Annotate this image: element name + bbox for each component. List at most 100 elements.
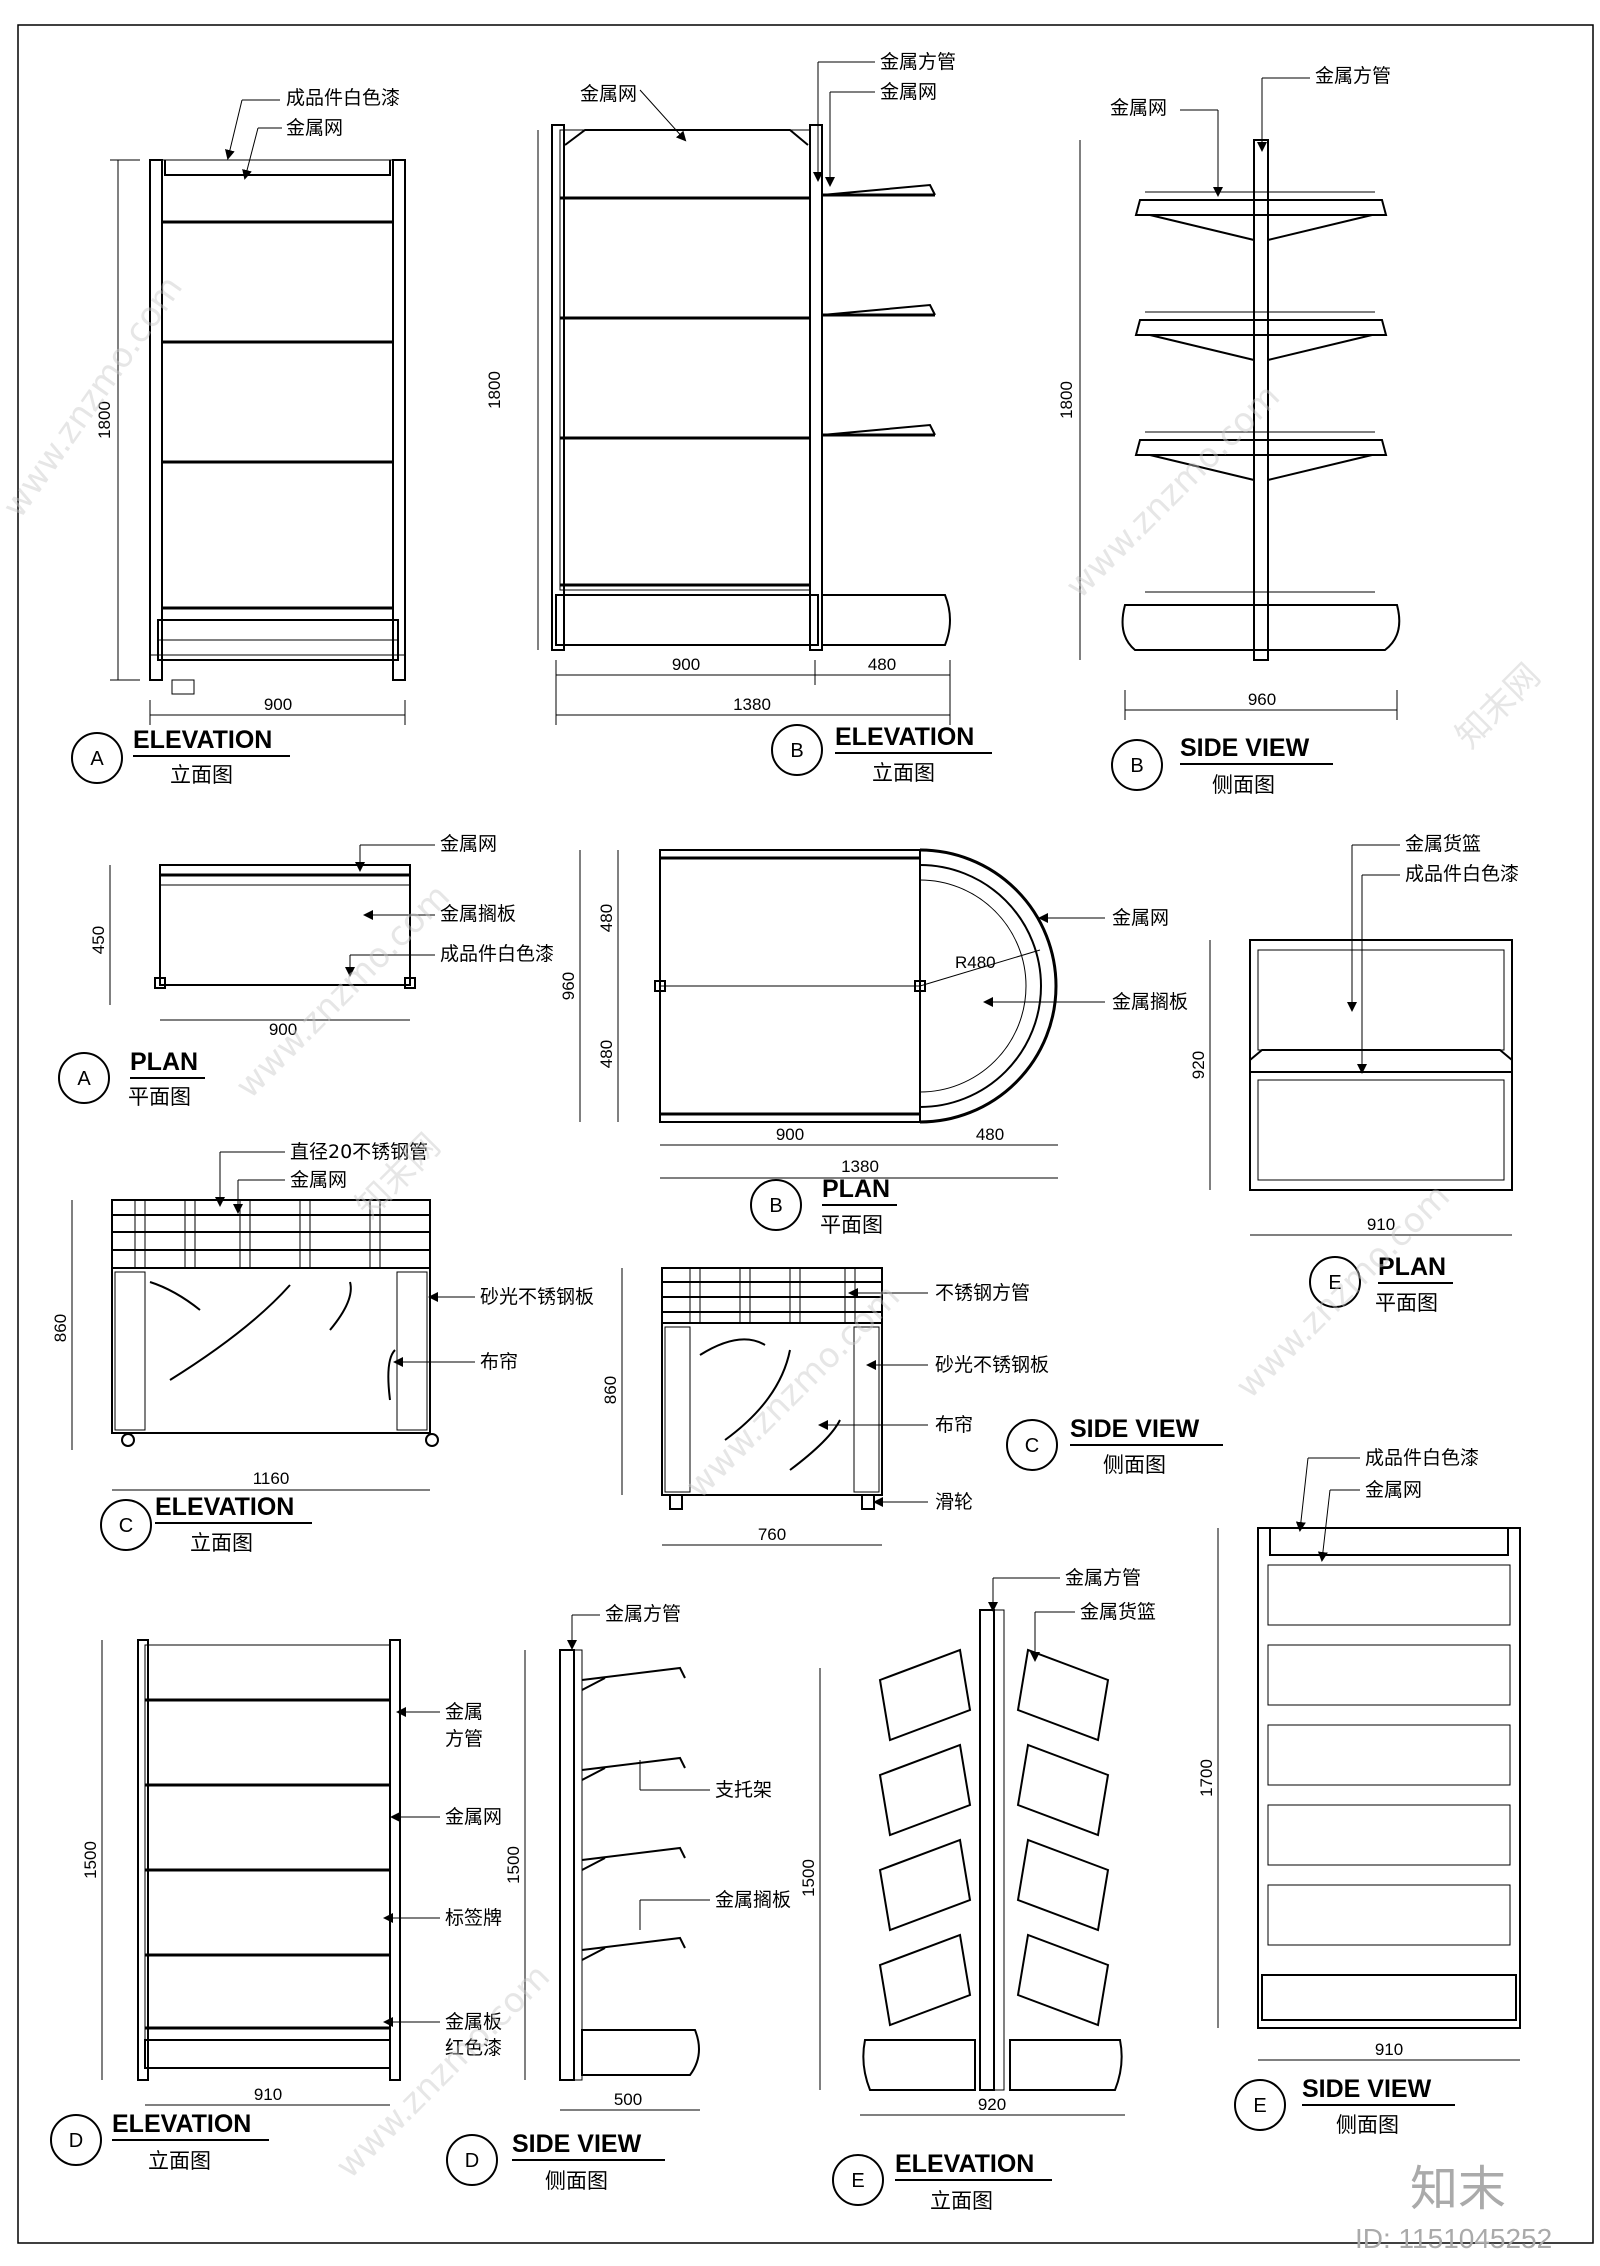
title-e-side: SIDE VIEW [1302, 2075, 1432, 2103]
title-b-plan: PLAN [822, 1175, 890, 1203]
subtitle-a-plan: 平面图 [128, 1085, 191, 1109]
b-plan-w1380: 1380 [841, 1157, 879, 1176]
watermark-site-4: www.znzmo.com [678, 1276, 908, 1506]
label-e-side-paint: 成品件白色漆 [1365, 1447, 1479, 1469]
view-b-plan [579, 848, 1105, 1179]
title-c-elevation: ELEVATION [155, 1493, 294, 1521]
marker-a-plan: A [77, 1068, 91, 1090]
view-e-side [1217, 1457, 1521, 2061]
label-b-plan-shelf: 金属搁板 [1112, 991, 1188, 1013]
b-elev-w900: 900 [672, 655, 700, 674]
label-a-plan-paint: 成品件白色漆 [440, 943, 554, 965]
b-side-width: 960 [1248, 690, 1276, 709]
b-plan-radius: R480 [955, 953, 996, 972]
label-e-elev-basket: 金属货篮 [1080, 1601, 1156, 1623]
title-d-elevation: ELEVATION [112, 2110, 251, 2138]
d-elev-height: 1500 [81, 1841, 100, 1879]
label-metal-mesh: 金属网 [286, 117, 343, 139]
b-plan-depth-480b: 480 [597, 1040, 616, 1068]
view-b-elevation [537, 61, 951, 725]
subtitle-d-elevation: 立面图 [148, 2149, 211, 2173]
view-e-elevation [819, 1577, 1125, 2116]
a-elev-width: 900 [264, 695, 292, 714]
b-elev-w480: 480 [868, 655, 896, 674]
e-elev-width: 920 [978, 2095, 1006, 2114]
e-side-height: 1700 [1197, 1759, 1216, 1797]
title-e-plan: PLAN [1378, 1253, 1446, 1281]
c-elev-height: 860 [51, 1314, 70, 1342]
label-c-side-tube: 不锈钢方管 [935, 1282, 1030, 1304]
label-d-tube-2: 方管 [445, 1728, 483, 1750]
view-a-elevation [110, 99, 406, 725]
label-c-ss-pipe: 直径20不锈钢管 [290, 1141, 428, 1163]
label-c-side-caster: 滑轮 [935, 1491, 973, 1513]
c-side-width: 760 [758, 1525, 786, 1544]
label-c-side-curtain: 布帘 [935, 1414, 973, 1436]
label-c-curtain: 布帘 [480, 1351, 518, 1373]
view-e-plan [1209, 844, 1513, 1236]
watermark-logo: 知末 [1410, 2161, 1506, 2217]
marker-b-elevation: B [790, 740, 803, 762]
subtitle-b-plan: 平面图 [820, 1213, 883, 1237]
title-d-side: SIDE VIEW [512, 2130, 642, 2158]
label-d-side-shelf: 金属搁板 [715, 1889, 791, 1911]
label-b-metal-mesh-2: 金属网 [880, 81, 937, 103]
c-elev-width: 1160 [253, 1469, 290, 1488]
subtitle-e-plan: 平面图 [1375, 1291, 1438, 1315]
title-a-elevation: ELEVATION [133, 726, 272, 754]
b-elev-w1380: 1380 [733, 695, 771, 714]
marker-a-elevation: A [90, 748, 104, 770]
label-c-mesh: 金属网 [290, 1169, 347, 1191]
label-d-tube-1: 金属 [445, 1701, 483, 1723]
label-c-side-brushed: 砂光不锈钢板 [935, 1354, 1049, 1376]
label-a-plan-mesh: 金属网 [440, 833, 497, 855]
label-d-side-bracket: 支托架 [715, 1779, 772, 1801]
b-plan-depth: 960 [559, 972, 578, 1000]
subtitle-c-elevation: 立面图 [190, 1531, 253, 1555]
b-side-height: 1800 [1057, 381, 1076, 419]
label-d-red: 红色漆 [445, 2037, 502, 2059]
marker-b-plan: B [769, 1195, 782, 1217]
view-c-side [621, 1267, 928, 1546]
marker-c-side: C [1025, 1435, 1039, 1457]
view-a-plan [109, 844, 435, 1021]
label-b-side-metal-mesh: 金属网 [1110, 97, 1167, 119]
title-b-side: SIDE VIEW [1180, 734, 1310, 762]
marker-e-plan: E [1328, 1272, 1341, 1294]
title-c-side: SIDE VIEW [1070, 1415, 1200, 1443]
label-d-card: 标签牌 [445, 1907, 502, 1929]
view-b-side [1079, 77, 1401, 720]
d-side-width: 500 [614, 2090, 642, 2109]
watermark-brand-1: 知末网 [1448, 656, 1548, 756]
marker-e-elevation: E [851, 2170, 864, 2192]
b-plan-w900: 900 [776, 1125, 804, 1144]
a-plan-depth: 450 [89, 926, 108, 954]
subtitle-b-elevation: 立面图 [872, 761, 935, 785]
title-b-elevation: ELEVATION [835, 723, 974, 751]
e-plan-width: 910 [1367, 1215, 1395, 1234]
marker-d-side: D [465, 2150, 479, 2172]
c-side-height: 860 [601, 1376, 620, 1404]
marker-b-side: B [1130, 755, 1143, 777]
subtitle-b-side: 侧面图 [1212, 773, 1275, 797]
d-elev-width: 910 [254, 2085, 282, 2104]
subtitle-c-side: 侧面图 [1103, 1453, 1166, 1477]
e-side-width: 910 [1375, 2040, 1403, 2059]
label-a-plan-shelf: 金属搁板 [440, 903, 516, 925]
label-finished-white-paint: 成品件白色漆 [286, 87, 400, 109]
a-plan-width: 900 [269, 1020, 297, 1039]
label-b-side-square-tube: 金属方管 [1315, 65, 1391, 87]
title-e-elevation: ELEVATION [895, 2150, 1034, 2178]
b-elev-height: 1800 [485, 371, 504, 409]
sheet-border [17, 24, 1594, 2244]
a-elev-height: 1800 [95, 401, 114, 439]
label-b-plan-mesh: 金属网 [1112, 907, 1169, 929]
label-d-side-tube: 金属方管 [605, 1603, 681, 1625]
subtitle-e-side: 侧面图 [1336, 2113, 1399, 2137]
subtitle-e-elevation: 立面图 [930, 2189, 993, 2213]
e-plan-depth: 920 [1189, 1051, 1208, 1079]
label-e-elev-tube: 金属方管 [1065, 1567, 1141, 1589]
watermark-id: ID: 1151045252 [1355, 2223, 1552, 2254]
b-plan-w480: 480 [976, 1125, 1004, 1144]
b-plan-depth-480a: 480 [597, 904, 616, 932]
